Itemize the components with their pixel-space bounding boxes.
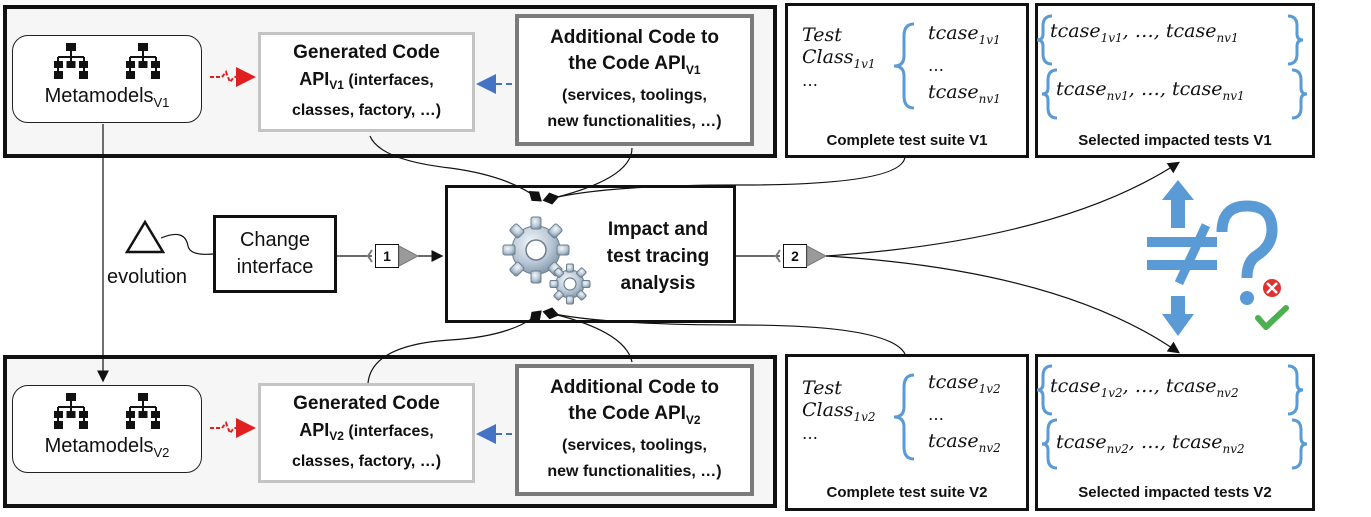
complete-test-suite-v1-caption: Complete test suite V1 (826, 132, 988, 149)
brace-icon (892, 22, 916, 110)
selected-tests-v1-caption: Selected impacted tests V1 (1078, 132, 1272, 149)
impact-analysis-box: Impact and test tracing analysis (445, 185, 736, 323)
generated-code-title: Generated Code (293, 41, 440, 63)
generated-code-title: Generated Code (293, 392, 440, 414)
change-interface-line2: interface (236, 256, 314, 278)
metamodels-v2-label: MetamodelsV2 (44, 434, 170, 460)
selected-tests-v2-row2: tcasenv2, …, tcasenv2 (1056, 431, 1245, 456)
generated-code-line3: classes, factory, …) (291, 102, 442, 120)
brace-icon (892, 373, 916, 461)
additional-code-line2: the Code APIV1 (568, 53, 701, 77)
selected-tests-v1-row1: tcase1v1, …, tcasenv1 (1050, 20, 1239, 45)
impact-analysis-label: Impact and test tracing analysis (606, 219, 710, 294)
triangle-icon (124, 219, 166, 254)
additional-code-line1: Additional Code to (550, 27, 719, 49)
generated-code-api-line: APIV1 (interfaces, (299, 68, 434, 93)
step-1-connector (366, 249, 373, 263)
generated-code-v2-box: Generated Code APIV2 (interfaces, classe… (258, 383, 475, 483)
result-arrow-v2 (825, 255, 1180, 354)
selected-tests-v2-row1: tcase1v2, …, tcasenv2 (1050, 375, 1239, 400)
metamodels-v1-box: MetamodelsV1 (12, 35, 202, 123)
generated-code-v1-box: Generated Code APIV1 (interfaces, classe… (258, 32, 475, 132)
change-interface-line1: Change (239, 229, 311, 251)
not-equal-icon (1147, 180, 1217, 336)
cross-icon (1261, 277, 1283, 299)
evolution-label: evolution (107, 266, 188, 288)
check-icon (1255, 305, 1289, 330)
selected-brace-icon (1036, 364, 1308, 470)
hierarchy-icon (126, 392, 160, 429)
selected-tests-v2-box: tcase1v2, …, tcasenv2 tcasenv2, …, tcase… (1035, 354, 1315, 511)
selected-tests-v1-row2: tcasenv1, …, tcasenv1 (1056, 78, 1245, 103)
additional-code-line4: new functionalities, …) (547, 112, 722, 130)
additional-code-v2-box: Additional Code to the Code APIV2 (servi… (515, 364, 754, 496)
additional-code-line3: (services, toolings, (562, 86, 707, 104)
result-arrow-v1 (825, 161, 1181, 257)
hierarchy-icon (126, 42, 160, 79)
hierarchy-icon (54, 392, 88, 429)
test-case-list-v2: tcase1v2…tcasenv2 (928, 371, 1001, 455)
gears-icon (502, 216, 591, 305)
question-mark-icon (1216, 200, 1278, 305)
selected-brace-icon (1036, 14, 1308, 120)
test-case-list-v1: tcase1v1…tcasenv1 (928, 22, 1001, 106)
step-1-badge: 1 (375, 244, 399, 268)
additional-code-v1-box: Additional Code to the Code APIV1 (servi… (515, 14, 754, 146)
additional-code-line3: (services, toolings, (562, 436, 707, 454)
step-2-badge: 2 (783, 244, 807, 268)
generated-code-api-line: APIV2 (interfaces, (299, 419, 434, 444)
additional-code-line2: the Code APIV2 (568, 403, 701, 427)
change-interface-box: Change interface (213, 215, 337, 293)
metamodels-v2-box: MetamodelsV2 (12, 385, 202, 473)
selected-tests-v1-box: tcase1v1, …, tcasenv1 tcasenv1, …, tcase… (1035, 3, 1315, 158)
selected-tests-v2-caption: Selected impacted tests V2 (1078, 484, 1272, 501)
generated-code-line3: classes, factory, …) (291, 453, 442, 471)
additional-code-line1: Additional Code to (550, 377, 719, 399)
hierarchy-icon (54, 42, 88, 79)
metamodels-v1-label: MetamodelsV1 (44, 84, 170, 110)
complete-test-suite-v2-caption: Complete test suite V2 (826, 484, 988, 501)
generation-arrow-v2 (210, 418, 256, 438)
additional-code-line4: new functionalities, …) (547, 462, 722, 480)
generation-arrow-v1 (210, 67, 256, 87)
